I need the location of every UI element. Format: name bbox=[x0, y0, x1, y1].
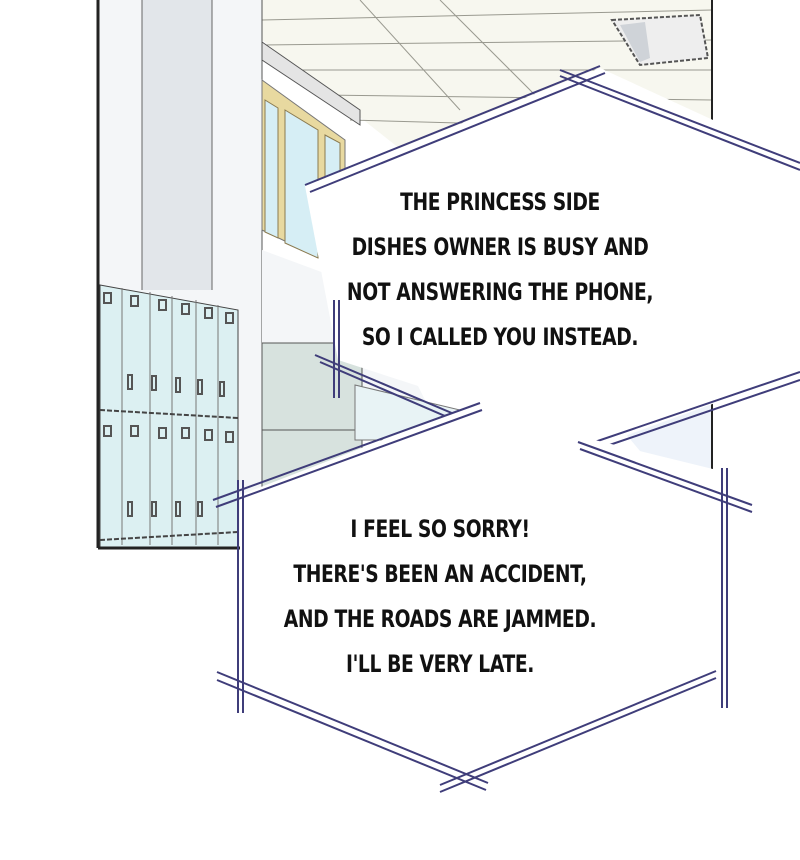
bubble-1-line-2: DISHES OWNER IS BUSY AND bbox=[351, 233, 649, 261]
bubble-2-line-2: THERE'S BEEN AN ACCIDENT, bbox=[293, 560, 587, 588]
bubble-1-line-1: THE PRINCESS SIDE bbox=[400, 188, 600, 216]
speech-bubble-2-text: I FEEL SO SORRY! THERE'S BEEN AN ACCIDEN… bbox=[245, 507, 635, 687]
bubble-1-line-4: SO I CALLED YOU INSTEAD. bbox=[361, 323, 639, 351]
bubble-2-line-3: AND THE ROADS ARE JAMMED. bbox=[283, 605, 597, 633]
bubble-2-line-1: I FEEL SO SORRY! bbox=[350, 515, 530, 543]
bubble-1-line-3: NOT ANSWERING THE PHONE, bbox=[346, 278, 654, 306]
speech-bubble-1-text: THE PRINCESS SIDE DISHES OWNER IS BUSY A… bbox=[305, 180, 695, 360]
bubble-2-line-4: I'LL BE VERY LATE. bbox=[345, 650, 535, 678]
speech-bubble-2 bbox=[212, 402, 753, 793]
